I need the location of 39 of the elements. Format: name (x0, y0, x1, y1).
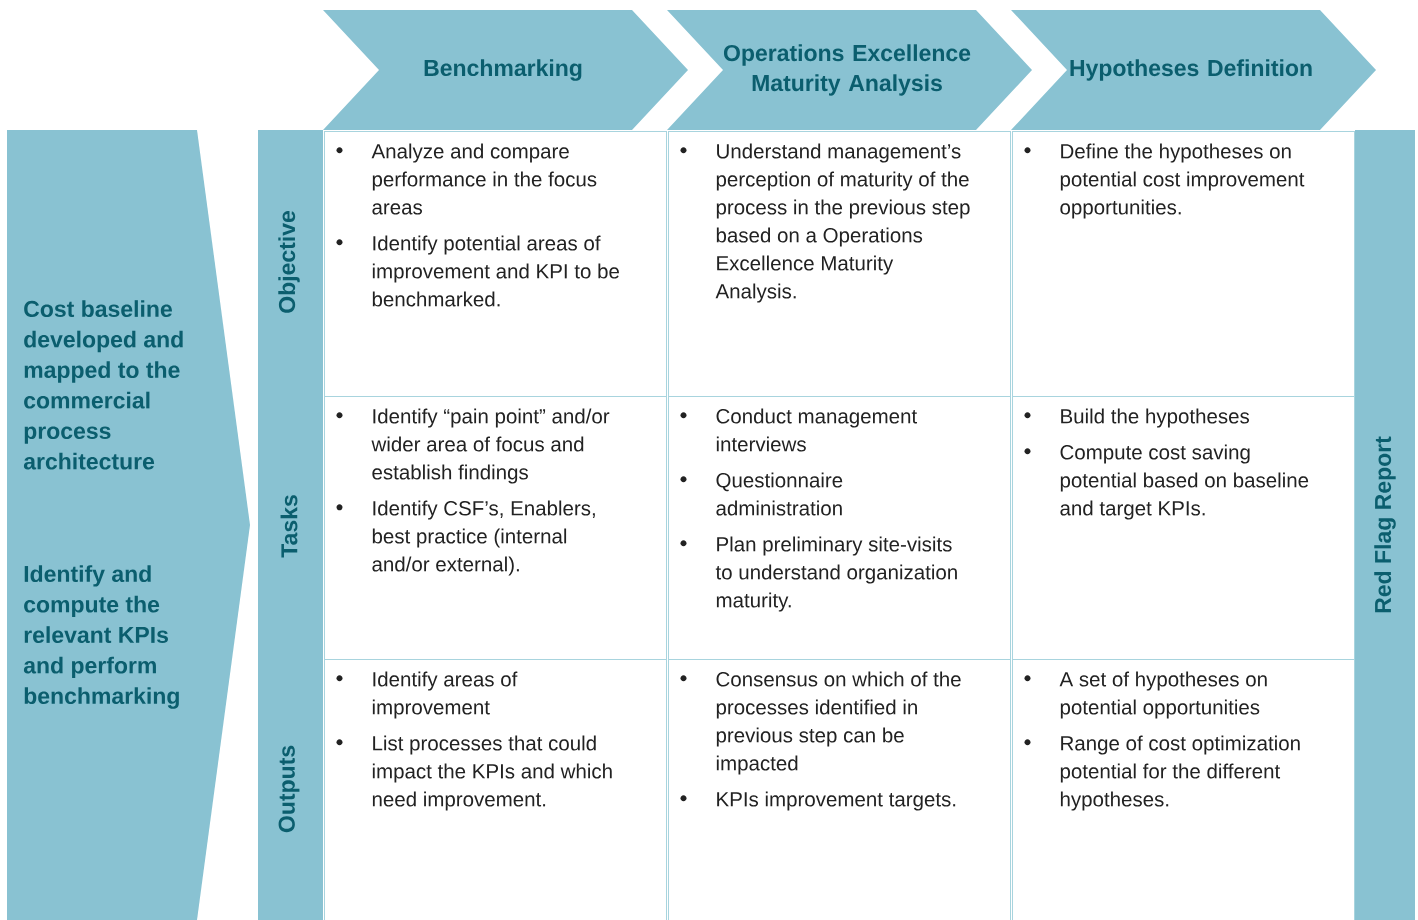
bullet-item: A set of hypotheses on potential opportunities (1024, 671, 1267, 719)
bullet-item: Plan preliminary site-visits to understand organization maturity. (680, 536, 957, 612)
bullet-item: KPIs improvement targets. (680, 791, 956, 811)
table-cell (668, 131, 1011, 397)
phase-header: Hypotheses Definition (1011, 10, 1376, 130)
bullet-item: Compute cost saving potential based on baseline and target KPIs. (1024, 444, 1309, 520)
bullet-item: Identify CSF’s, Enablers, best practice (internal and/or external). (336, 500, 595, 576)
bullet-item: Identify areas of improvement (336, 671, 518, 719)
row-header: Objective (258, 130, 323, 395)
table-cell (668, 396, 1011, 660)
arrow-panel (7, 130, 250, 920)
table-cell (324, 131, 667, 397)
table-cell (668, 659, 1011, 920)
table-cell (324, 659, 667, 920)
bullet-item: Build the hypotheses (1024, 408, 1250, 428)
node-label: Tasks (280, 495, 298, 558)
table-cell (1012, 131, 1355, 397)
node-label: Objective (278, 211, 300, 313)
bullet-item: Range of cost optimization potential for the different hypotheses. (1024, 735, 1300, 811)
bullet-item: Identify potential areas of improvement and KPI to be benchmarked. (336, 235, 619, 307)
bullet-item: Analyze and compare performance in the focus areas (336, 143, 597, 215)
table-cell (324, 396, 667, 660)
bullet-item: List processes that could impact the KPIs and which need improvement. (336, 735, 612, 811)
bullet-item: Understand management’s perception of maturity of the process in the previous step based on a Operations Excellence Maturity Analysis. (680, 143, 970, 303)
table-cell (1012, 659, 1355, 920)
bullet-item: Consensus on which of the processes identified in previous step can be impacted (680, 671, 961, 775)
row-header: Tasks (258, 395, 323, 658)
bullet-item: Identify “pain point” and/or wider area of focus and establish findings (336, 408, 610, 484)
phase-header: Benchmarking (323, 10, 688, 130)
phase-text: Cost baseline developed and mapped to the commercial process architecture (23, 300, 183, 470)
phase-header: Operations Excellence Maturity Analysis (667, 10, 1032, 130)
node-label: Outputs (278, 745, 300, 833)
bullet-item: Questionnaire administration (680, 472, 843, 516)
bullet-item: Define the hypotheses on potential cost improvement opportunities. (1024, 143, 1305, 219)
side-band: Red Flag Report (1355, 130, 1415, 920)
bullet-item: Conduct management interviews (680, 408, 917, 452)
row-header: Outputs (258, 658, 323, 920)
table-cell (1012, 396, 1355, 660)
phase-text: Identify and compute the relevant KPIs and perform benchmarking (23, 565, 179, 709)
